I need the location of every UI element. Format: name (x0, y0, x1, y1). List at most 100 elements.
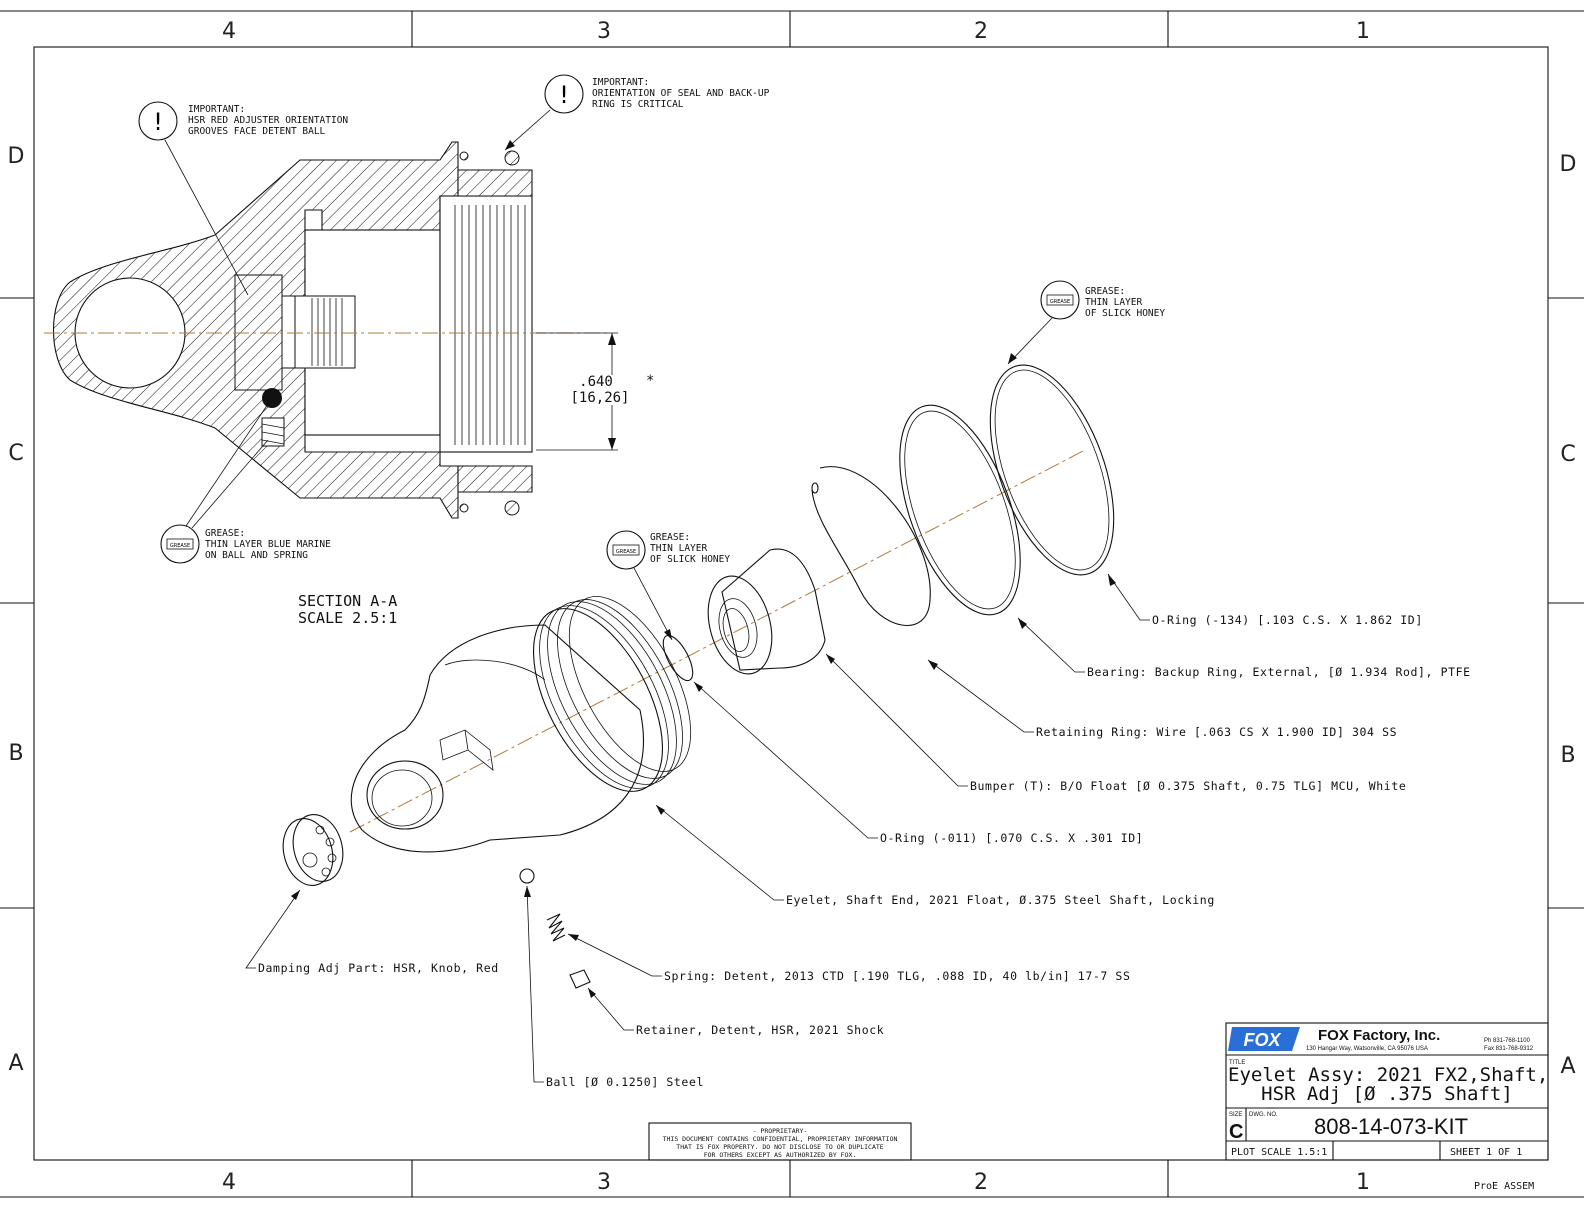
drawing-number: 808-14-073-KIT (1314, 1114, 1468, 1139)
callout-oring-011: O-Ring (-011) [.070 C.S. X .301 ID] (693, 681, 1143, 845)
important-icon (544, 74, 584, 114)
grease-icon-label: GREASE (616, 549, 636, 555)
seal-bottom (504, 500, 520, 516)
explode-axis (349, 449, 1086, 833)
note-line: THIN LAYER BLUE MARINE (205, 539, 331, 550)
important-icon-glyph: ! (559, 81, 569, 109)
zone-labels: 4 3 2 1 4 3 2 1 D C B A D C B A (8, 19, 1577, 1195)
note-line: GREASE: (650, 532, 690, 543)
note-grease-slick-honey-2: GREASE GREASE: THIN LAYER OF SLICK HONEY (606, 530, 730, 641)
callout-bumper: Bumper (T): B/O Float [Ø 0.375 Shaft, 0.… (825, 653, 1406, 793)
zone-col-top: 3 (597, 19, 611, 44)
retainer-part (569, 969, 591, 989)
drawing-border (0, 10, 1584, 1198)
seal-top (504, 150, 520, 166)
zone-row-left: D (8, 144, 25, 169)
knob-part (282, 814, 344, 886)
note-hsr-orientation: ! IMPORTANT: HSR RED ADJUSTER ORIENTATIO… (138, 101, 348, 296)
dwg-no-label: DWG. NO. (1249, 1112, 1278, 1118)
callout-backup-ring: Bearing: Backup Ring, External, [Ø 1.934… (1017, 617, 1470, 679)
adjuster-threads (311, 298, 343, 366)
knob-section (234, 274, 283, 391)
callout-ball: Ball [Ø 0.1250] Steel (524, 885, 703, 1089)
zone-row-right: A (1560, 1054, 1575, 1079)
note-line: HSR RED ADJUSTER ORIENTATION (188, 115, 348, 126)
callout-label: Eyelet, Shaft End, 2021 Float, Ø.375 Ste… (786, 893, 1215, 907)
drawing-title-line2: HSR Adj [Ø .375 Shaft] (1261, 1083, 1513, 1105)
zone-col-bottom: 2 (974, 1170, 988, 1195)
fox-logo-text: FOX (1243, 1030, 1281, 1050)
callout-retaining-ring: Retaining Ring: Wire [.063 CS X 1.900 ID… (927, 659, 1397, 739)
callout-oring-134: O-Ring (-134) [.103 C.S. X 1.862 ID] (1107, 573, 1423, 627)
section-caption: SECTION A-A SCALE 2.5:1 (298, 592, 397, 627)
zone-col-bottom: 4 (222, 1170, 236, 1195)
sheet-count: SHEET 1 OF 1 (1450, 1147, 1522, 1158)
callout-retainer: Retainer, Detent, HSR, 2021 Shock (587, 987, 884, 1037)
eyelet-part (350, 596, 692, 853)
plot-scale: PLOT SCALE 1.5:1 (1231, 1147, 1327, 1158)
grease-icon-label: GREASE (1050, 299, 1070, 305)
proe-assembly: ProE ASSEM (1474, 1181, 1534, 1192)
spring-part (546, 913, 566, 942)
callout-label: O-Ring (-011) [.070 C.S. X .301 ID] (880, 831, 1143, 845)
section-view (44, 141, 610, 519)
proprietary-line: THAT IS FOX PROPERTY. DO NOT DISCLOSE TO… (676, 1143, 883, 1151)
dimension-metric: [16,26] (570, 390, 629, 406)
zone-row-left: A (8, 1051, 23, 1076)
detent-ball-section (262, 388, 282, 408)
grease-icon-label: GREASE (170, 543, 190, 549)
title-label: TITLE (1229, 1060, 1245, 1066)
zone-row-right: B (1560, 743, 1575, 768)
bumper-part (707, 548, 826, 675)
important-icon (138, 101, 178, 141)
note-line: GREASE: (1085, 286, 1125, 297)
callout-spring: Spring: Detent, 2013 CTD [.190 TLG, .088… (567, 933, 1130, 983)
note-line: IMPORTANT: (592, 77, 649, 88)
retaining-ring-part (811, 466, 931, 626)
company-fax: Fax 831-768-9312 (1484, 1046, 1534, 1052)
note-grease-slick-honey-1: GREASE GREASE: THIN LAYER OF SLICK HONEY (1007, 280, 1165, 365)
zone-row-right: C (1560, 442, 1575, 467)
drawing-title-line1: Eyelet Assy: 2021 FX2,Shaft, (1228, 1064, 1548, 1086)
note-line: ORIENTATION OF SEAL AND BACK-UP (592, 88, 770, 99)
note-line: RING IS CRITICAL (592, 99, 684, 110)
callout-label: Retaining Ring: Wire [.063 CS X 1.900 ID… (1036, 725, 1397, 739)
zone-col-top: 2 (974, 19, 988, 44)
note-line: OF SLICK HONEY (1085, 308, 1165, 319)
callout-label: Bumper (T): B/O Float [Ø 0.375 Shaft, 0.… (970, 779, 1406, 793)
section-scale: SCALE 2.5:1 (298, 609, 397, 627)
zone-col-top: 1 (1356, 19, 1370, 44)
company-name: FOX Factory, Inc. (1318, 1027, 1440, 1044)
callout-label: Damping Adj Part: HSR, Knob, Red (258, 961, 499, 975)
note-line: THIN LAYER (1085, 297, 1142, 308)
note-line: OF SLICK HONEY (650, 554, 730, 565)
size-label: SIZE (1229, 1112, 1242, 1118)
proprietary-line: - PROPRIETARY- (753, 1127, 808, 1135)
note-line: GREASE: (205, 528, 245, 539)
callout-label: O-Ring (-134) [.103 C.S. X 1.862 ID] (1152, 613, 1423, 627)
note-line: IMPORTANT: (188, 104, 245, 115)
important-icon-glyph: ! (153, 108, 163, 136)
seal-gland-top (457, 169, 533, 197)
seal-gland-bottom (457, 465, 533, 493)
note-line: GROOVES FACE DETENT BALL (188, 126, 326, 137)
proprietary-line: THIS DOCUMENT CONTAINS CONFIDENTIAL, PRO… (663, 1135, 898, 1143)
fox-logo: FOX (1228, 1027, 1300, 1051)
company-address: 130 Hangar Way, Watsonville, CA 95076 US… (1306, 1046, 1428, 1052)
sheet-size: C (1229, 1121, 1243, 1143)
zone-row-right: D (1560, 152, 1577, 177)
exploded-view (282, 364, 1115, 989)
callout-label: Spring: Detent, 2013 CTD [.190 TLG, .088… (664, 969, 1130, 983)
ball-part (519, 868, 535, 884)
oring-011-part (662, 634, 694, 682)
note-seal-orientation: ! IMPORTANT: ORIENTATION OF SEAL AND BAC… (504, 74, 770, 151)
backup-ring-part (899, 404, 1021, 616)
callout-label: Retainer, Detent, HSR, 2021 Shock (636, 1023, 884, 1037)
note-line: THIN LAYER (650, 543, 707, 554)
company-phone: Ph 831-768-1100 (1484, 1038, 1531, 1044)
dimension-mark: * (646, 373, 654, 389)
note-line: ON BALL AND SPRING (205, 550, 308, 561)
section-title: SECTION A-A (298, 592, 397, 610)
title-block: FOX FOX Factory, Inc. 130 Hangar Way, Wa… (1225, 1022, 1549, 1192)
